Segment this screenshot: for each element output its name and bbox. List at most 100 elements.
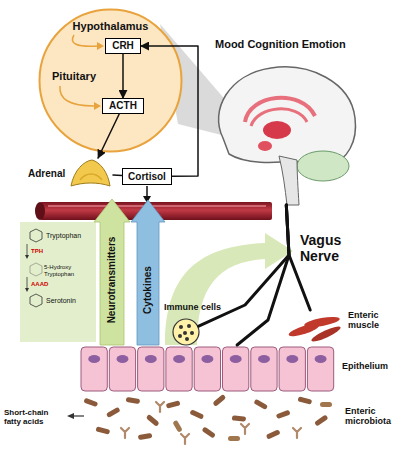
immune-cell-cluster-shape bbox=[173, 319, 199, 345]
arrow-label: Neurotransmitters bbox=[106, 237, 118, 324]
enzyme-name: AAAD bbox=[31, 281, 48, 288]
bacteria-y-shapes bbox=[181, 434, 189, 444]
microbiota-label: Enteric microbiota bbox=[345, 406, 407, 427]
epithelium-band-shape bbox=[145, 355, 157, 363]
bacteria bbox=[83, 398, 98, 407]
blood-vessel bbox=[35, 202, 45, 220]
bacteria-y-shapes bbox=[156, 402, 164, 412]
neurotransmitter-arrow bbox=[94, 199, 130, 345]
organ-label: Adrenal bbox=[28, 168, 65, 180]
hormone-name: CRH bbox=[106, 39, 140, 53]
immune-cell-cluster: Immune cells bbox=[172, 318, 200, 346]
serotonin-pathway bbox=[25, 288, 29, 292]
serotonin-pathway bbox=[20, 222, 96, 342]
molecule-name: Serotonin bbox=[46, 297, 76, 305]
enzyme-name: TPH bbox=[31, 248, 43, 255]
bacteria bbox=[232, 415, 246, 421]
hpa-axis-circle: HypothalamusPituitary CRH ACTH bbox=[38, 8, 183, 153]
immune-cell-cluster-shape bbox=[183, 331, 187, 335]
cytokine-arrow bbox=[131, 200, 165, 345]
brain-function-label: Mood Cognition Emotion bbox=[215, 38, 346, 51]
epithelium-band-shape bbox=[201, 355, 213, 363]
enteric-muscle-shape bbox=[304, 315, 341, 329]
epithelium-band-shape bbox=[81, 347, 107, 391]
brain-shape bbox=[258, 141, 272, 151]
hormone-box: CRH bbox=[105, 38, 141, 54]
brain-shape bbox=[279, 156, 299, 205]
brain: Mood Cognition Emotion bbox=[205, 60, 360, 205]
immune-cell-cluster-shape bbox=[190, 331, 194, 335]
epithelium-band-shape bbox=[173, 355, 185, 363]
immune-cell-cluster-shape bbox=[178, 334, 182, 338]
bacteria bbox=[212, 394, 226, 407]
metabolite-label: Short-chain fatty acids bbox=[4, 408, 66, 426]
epithelium-band-shape bbox=[223, 347, 249, 391]
tissue-label: Epithelium bbox=[342, 361, 388, 371]
epithelium-band: Epithelium bbox=[80, 345, 335, 393]
blood-vessel bbox=[48, 205, 266, 207]
adrenal-gland: Adrenal bbox=[68, 158, 113, 190]
hpa-axis-circle-shape bbox=[97, 42, 104, 50]
bacteria-y-shapes bbox=[121, 402, 301, 444]
epithelium-band-shape bbox=[194, 347, 220, 391]
brain-shape bbox=[205, 60, 360, 205]
epithelium-band-shape bbox=[166, 347, 192, 391]
bacteria bbox=[138, 433, 153, 440]
tissue-label: Enteric muscle bbox=[348, 310, 400, 331]
immune-cell-cluster-shape bbox=[179, 325, 183, 329]
bacteria-y-shapes bbox=[241, 424, 249, 434]
serotonin-pathway bbox=[30, 294, 42, 307]
bacteria bbox=[126, 397, 141, 404]
epithelium-band-shape bbox=[251, 347, 277, 391]
serotonin-pathway bbox=[20, 222, 96, 342]
bacteria bbox=[228, 436, 240, 441]
enteric-muscle-shape bbox=[310, 324, 342, 344]
region-label: Pituitary bbox=[52, 70, 96, 83]
scfa-arrow bbox=[67, 413, 74, 419]
bacteria bbox=[202, 426, 216, 438]
epithelium-band-shape bbox=[138, 347, 164, 391]
signal-connector bbox=[113, 174, 122, 176]
molecule-name: Tryptophan bbox=[46, 232, 81, 240]
serotonin-pathway bbox=[25, 255, 29, 259]
hormone-box: ACTH bbox=[102, 98, 144, 114]
epithelium-band-shape bbox=[117, 355, 129, 363]
serotonin-pathway bbox=[30, 263, 42, 276]
molecule-name: 5-Hydroxy Tryptophan bbox=[44, 264, 94, 278]
bacteria bbox=[172, 420, 182, 433]
adrenal-gland-shape bbox=[68, 158, 113, 190]
adrenal-gland-shape bbox=[80, 174, 102, 180]
immune-cell-cluster-shape bbox=[187, 324, 191, 328]
bacteria bbox=[253, 399, 268, 410]
serotonin-pathway bbox=[30, 229, 42, 242]
nerve-connector bbox=[237, 205, 289, 345]
cortisol-arrow bbox=[143, 186, 151, 203]
scfa-arrow bbox=[67, 413, 84, 419]
brain-shape bbox=[297, 151, 349, 181]
epithelium-band-shape bbox=[307, 347, 333, 391]
hormone-name: Cortisol bbox=[123, 169, 171, 184]
enteric-muscle-shape bbox=[288, 310, 344, 340]
enteric-muscle: Enteric muscle bbox=[288, 310, 344, 340]
arrow-label: Cytokines bbox=[142, 266, 154, 314]
signal-swoosh bbox=[165, 233, 293, 345]
epithelium-band-shape bbox=[315, 355, 327, 363]
immune-cell-cluster-shape bbox=[172, 318, 200, 346]
bacteria bbox=[83, 394, 332, 441]
hpa-axis-circle-shape bbox=[60, 86, 94, 106]
bacteria bbox=[297, 396, 312, 404]
epithelium-band-shape bbox=[109, 347, 135, 391]
epithelium-band-shape bbox=[230, 355, 242, 363]
nerve-label: Vagus Nerve bbox=[300, 232, 360, 264]
region-label: Hypothalamus bbox=[38, 20, 183, 33]
bacteria bbox=[95, 426, 110, 434]
epithelium-band-shape bbox=[80, 345, 335, 393]
bacteria bbox=[106, 407, 121, 418]
epithelium-band-shape bbox=[286, 355, 298, 363]
epithelium-band-shape bbox=[279, 347, 305, 391]
bacteria-y-shapes bbox=[293, 428, 301, 438]
bacteria bbox=[266, 429, 281, 439]
hormone-name: ACTH bbox=[103, 99, 143, 113]
bacteria bbox=[146, 414, 160, 427]
brain-shape bbox=[263, 121, 291, 139]
